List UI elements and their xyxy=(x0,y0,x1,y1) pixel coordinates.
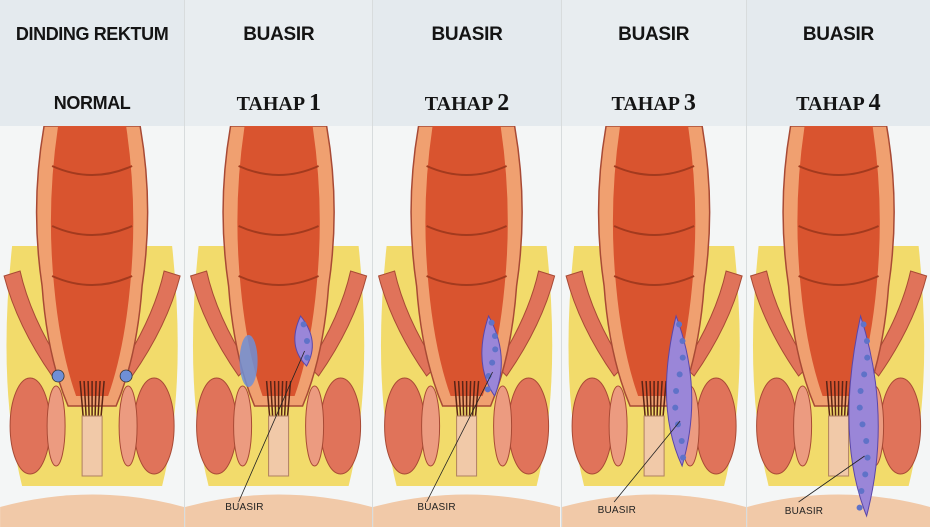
panel-subtitle: TAHAP 3 xyxy=(562,90,746,117)
rectum-illustration xyxy=(0,126,185,527)
hemorrhoid-illustration xyxy=(746,126,930,527)
panel-header: BUASIR TAHAP 2 xyxy=(373,0,561,126)
panel-stage-1: BUASIR TAHAP 1 BUASIR xyxy=(185,0,374,527)
panel-subtitle-text: NORMAL xyxy=(53,93,131,113)
panel-subtitle: TAHAP 1 xyxy=(185,90,372,117)
panel-title: BUASIR xyxy=(243,24,315,45)
stage-number: 1 xyxy=(309,90,321,116)
hemorrhoid-callout-label: BUASIR xyxy=(784,506,824,517)
hemorrhoid-callout-label: BUASIR xyxy=(417,502,456,513)
panel-title: BUASIR xyxy=(802,24,874,45)
panel-subtitle-text: TAHAP xyxy=(424,93,493,115)
panel-stage-3: BUASIR TAHAP 3 BUASIR xyxy=(561,0,747,527)
hemorrhoid-illustration xyxy=(373,126,561,527)
panel-subtitle-text: TAHAP xyxy=(611,93,679,115)
panel-header: BUASIR TAHAP 4 xyxy=(746,0,930,126)
panel-stage-2: BUASIR TAHAP 2 BUASIR xyxy=(373,0,562,527)
hemorrhoid-callout-label: BUASIR xyxy=(597,505,637,516)
panel-stage-4: BUASIR TAHAP 4 BUASIR xyxy=(746,0,930,527)
panel-subtitle-text: TAHAP xyxy=(796,93,864,115)
panel-header: BUASIR TAHAP 3 xyxy=(561,0,746,126)
panel-subtitle-text: TAHAP xyxy=(236,93,304,115)
panel-header: BUASIR TAHAP 1 xyxy=(185,0,373,126)
stage-number: 4 xyxy=(868,90,881,116)
panel-subtitle: TAHAP 2 xyxy=(373,90,560,117)
panel-title: BUASIR xyxy=(431,24,503,45)
panel-normal: DINDING REKTUM NORMAL xyxy=(0,0,186,527)
panel-subtitle: NORMAL xyxy=(0,93,184,114)
panel-header: DINDING REKTUM NORMAL xyxy=(0,0,185,126)
panel-title: DINDING REKTUM xyxy=(15,24,169,44)
hemorrhoid-illustration xyxy=(185,126,373,527)
stage-number: 2 xyxy=(497,90,510,116)
hemorrhoid-illustration xyxy=(561,126,746,527)
panel-subtitle: TAHAP 4 xyxy=(747,90,930,117)
panel-title: BUASIR xyxy=(618,24,690,45)
stage-number: 3 xyxy=(683,90,696,116)
hemorrhoid-callout-label: BUASIR xyxy=(225,502,264,513)
